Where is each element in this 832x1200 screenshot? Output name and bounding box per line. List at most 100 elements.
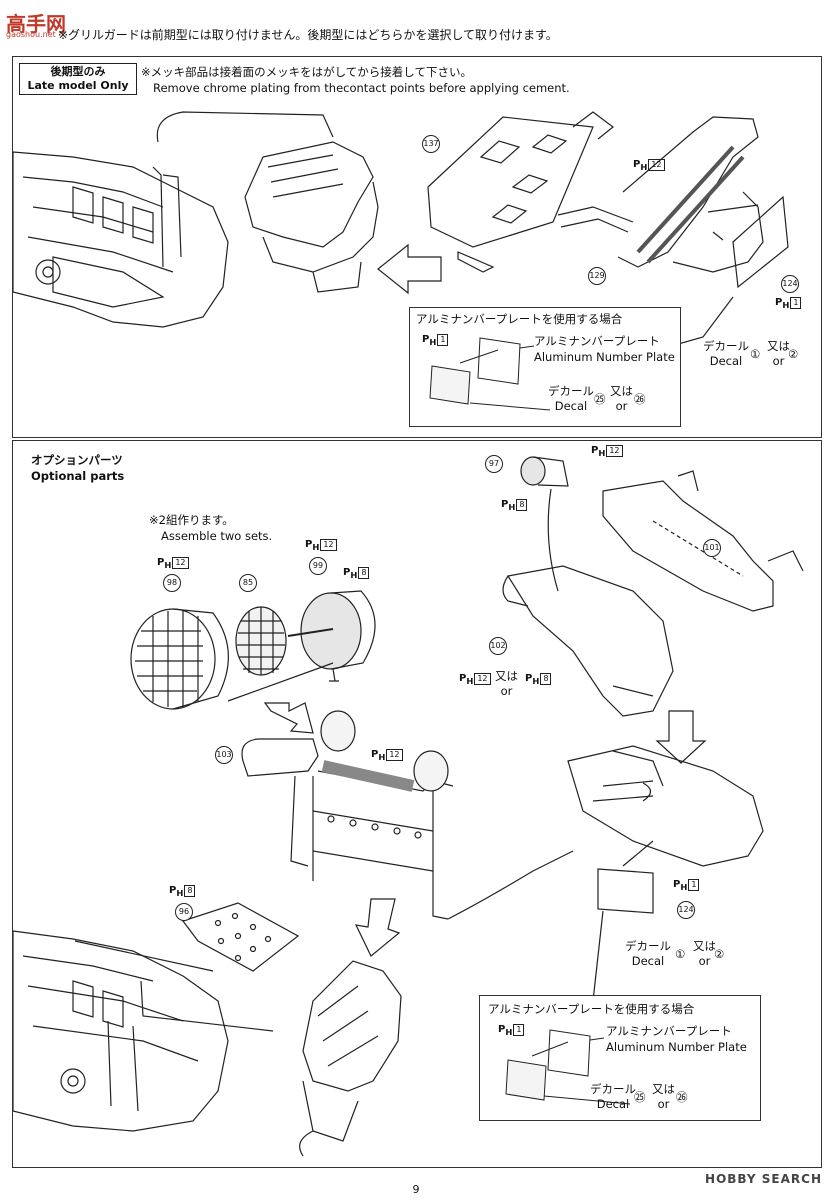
aluminum-plate-label-jp-bottom: アルミナンバープレート — [606, 1024, 732, 1038]
paint-code-103-value: 12 — [386, 749, 403, 761]
aluminum-decal-jp-bottom: デカール — [590, 1082, 636, 1096]
aluminum-plate-ph1-bottom-value: 1 — [513, 1024, 525, 1036]
decal-label: デカール Decal — [703, 339, 749, 369]
aluminum-decal-jp-top: デカール — [548, 384, 594, 398]
decal-label-bottom-jp: デカール — [625, 939, 671, 953]
aluminum-decal-label-top: デカール Decal — [548, 384, 594, 414]
site-logo: 高手网 — [6, 12, 66, 36]
optional-parts-title-jp: オプションパーツ — [31, 453, 123, 467]
late-model-tag-jp: 後期型のみ — [50, 65, 106, 78]
aluminum-plate-title-top: アルミナンバープレートを使用する場合 — [416, 312, 623, 326]
decal-or-bottom-jp: 又は — [693, 939, 716, 953]
part-number-102: 102 — [489, 637, 507, 655]
aluminum-decal-en-bottom: Decal — [596, 1097, 630, 1111]
paint-or-label-102: 又は or — [495, 669, 518, 699]
aluminum-plate-ph1-top-value: 1 — [437, 334, 449, 346]
late-model-illustration — [13, 111, 789, 358]
page-number: 9 — [412, 1183, 420, 1196]
aluminum-decal-n2-top: ㉖ — [634, 392, 646, 406]
aluminum-decal-n2-bottom: ㉖ — [676, 1090, 688, 1104]
decal-or-bottom-en: or — [698, 954, 711, 968]
aluminum-decal-or-jp-top: 又は — [610, 384, 633, 398]
part-number-97: 97 — [485, 455, 503, 473]
site-logo-url: gaoshou.net — [6, 30, 56, 39]
decal-or-jp: 又は — [767, 339, 790, 353]
aluminum-decal-en-top: Decal — [554, 399, 588, 413]
chrome-note-en: Remove chrome plating from thecontact po… — [153, 81, 570, 95]
decal-or-bottom: 又は or — [693, 939, 716, 969]
paint-code-96-value: 8 — [184, 885, 196, 897]
aluminum-plate-label-jp-top: アルミナンバープレート — [534, 334, 660, 348]
watermark: HOBBY SEARCH — [705, 1172, 822, 1186]
paint-code-ph12-value: 12 — [648, 159, 665, 171]
aluminum-plate-illustration-top — [429, 337, 551, 411]
paint-or-jp-102: 又は — [495, 669, 518, 683]
part-number-98: 98 — [163, 574, 181, 592]
paint-or-en-102: or — [500, 684, 513, 698]
paint-code-99-value: 12 — [320, 539, 337, 551]
paint-code-99-body-value: 8 — [358, 567, 370, 579]
part-number-103: 103 — [215, 746, 233, 764]
optional-parts-illustration — [13, 456, 804, 1157]
two-sets-note-jp: ※2組作ります。 — [149, 513, 234, 527]
decal-or-en: or — [772, 354, 785, 368]
aluminum-decal-or-jp-bottom: 又は — [652, 1082, 675, 1096]
grill-guard-note: ※グリルガードは前期型には取り付けません。後期型にはどちらかを選択して取り付けま… — [58, 28, 558, 42]
aluminum-decal-or-top: 又は or — [610, 384, 633, 414]
aluminum-decal-n1-top: ㉕ — [594, 392, 606, 406]
decal-number-1-bottom: ① — [675, 947, 686, 961]
decal-number-2: ② — [788, 347, 799, 361]
paint-code-124-value: 1 — [688, 879, 700, 891]
aluminum-decal-or-en-bottom: or — [657, 1097, 670, 1111]
paint-code-102-a-value: 12 — [474, 673, 491, 685]
aluminum-decal-label-bottom: デカール Decal — [590, 1082, 636, 1112]
decal-label-jp: デカール — [703, 339, 749, 353]
part-number-124: 124 — [781, 275, 799, 293]
aluminum-plate-label-en-top: Aluminum Number Plate — [534, 350, 675, 364]
paint-code-102-b-value: 8 — [540, 673, 552, 685]
aluminum-plate-illustration-bottom — [505, 1029, 631, 1105]
optional-parts-panel: オプションパーツ Optional parts ※2組作ります。 Assembl… — [12, 440, 822, 1168]
optional-parts-title-en: Optional parts — [31, 469, 125, 483]
aluminum-decal-or-bottom: 又は or — [652, 1082, 675, 1112]
decal-or-label: 又は or — [767, 339, 790, 369]
aluminum-decal-n1-bottom: ㉕ — [634, 1090, 646, 1104]
part-number-101: 101 — [703, 539, 721, 557]
part-number-137: 137 — [422, 135, 440, 153]
chrome-note-jp: ※メッキ部品は接着面のメッキをはがしてから接着して下さい。 — [141, 65, 472, 79]
part-number-85: 85 — [239, 574, 257, 592]
paint-code-ph1-value: 1 — [790, 297, 802, 309]
paint-code-97-b-value: 8 — [516, 499, 528, 511]
two-sets-note-en: Assemble two sets. — [161, 529, 273, 543]
part-number-96: 96 — [175, 903, 193, 921]
paint-code-98-value: 12 — [172, 557, 189, 569]
decal-label-en: Decal — [709, 354, 743, 368]
decal-number-2-bottom: ② — [714, 947, 725, 961]
late-model-tag-en: Late model Only — [27, 79, 129, 92]
late-model-tag: 後期型のみ Late model Only — [19, 63, 137, 95]
aluminum-decal-or-en-top: or — [615, 399, 628, 413]
aluminum-plate-title-bottom: アルミナンバープレートを使用する場合 — [488, 1002, 695, 1016]
part-number-129: 129 — [588, 267, 606, 285]
decal-number-1: ① — [750, 347, 761, 361]
decal-label-bottom: デカール Decal — [625, 939, 671, 969]
late-model-panel: 後期型のみ Late model Only ※メッキ部品は接着面のメッキをはがし… — [12, 56, 822, 438]
aluminum-plate-label-en-bottom: Aluminum Number Plate — [606, 1040, 747, 1054]
paint-code-97-a-value: 12 — [606, 445, 623, 457]
part-number-99: 99 — [309, 557, 327, 575]
part-number-124-bottom: 124 — [677, 901, 695, 919]
decal-label-bottom-en: Decal — [631, 954, 665, 968]
